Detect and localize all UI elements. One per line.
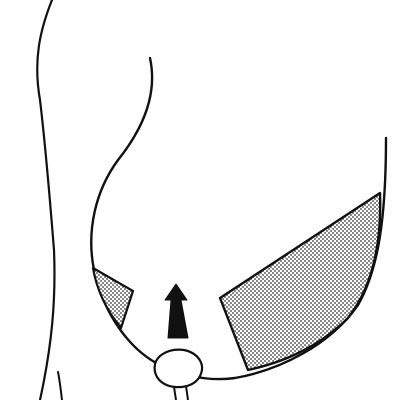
shaded-resection-region-right [220,193,380,370]
body-contour-lower [58,372,62,400]
areola [155,350,202,387]
body-contour-back [37,0,54,400]
shaded-resection-region-left [93,268,133,328]
upward-arrow [165,284,188,338]
